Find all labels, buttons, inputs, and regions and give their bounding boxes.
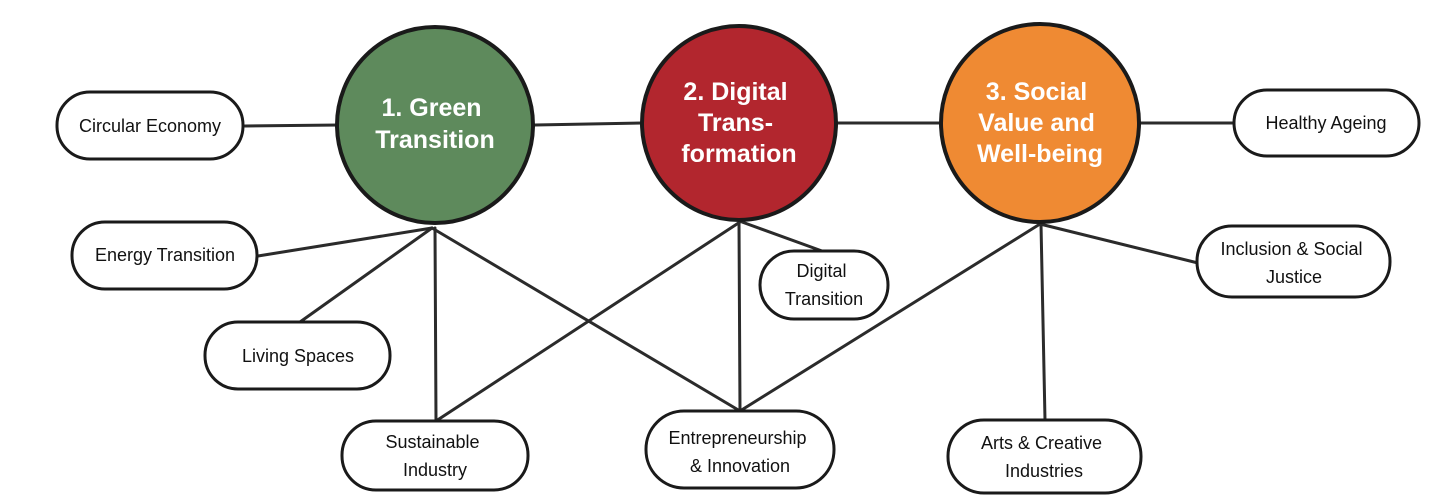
living-spaces-label: Living Spaces (242, 346, 354, 366)
topic-sustainable-industry: Sustainable Industry (340, 419, 530, 492)
pill-healthy-ageing (1232, 88, 1421, 158)
entrepreneurship-innovation-label: Entrepreneurship & Innovation (668, 428, 811, 476)
pill-living-spaces (203, 320, 392, 391)
edge-digital-sustainable-industry (434, 220, 742, 423)
edge-green-digital (533, 121, 645, 127)
social-hub-circle (939, 22, 1141, 224)
digital-hub-label: 2. Digital Trans- formation (681, 78, 796, 168)
social-hub-label: 3. Social Value and Well-being (977, 78, 1103, 168)
digital-transformation-hub: 2. Digital Trans- formation (640, 24, 838, 222)
topic-healthy-ageing: Healthy Ageing (1232, 88, 1421, 158)
digital-hub-circle (640, 24, 838, 222)
pill-circular-economy (55, 90, 245, 161)
topic-energy-transition: Energy Transition (70, 220, 259, 291)
topic-inclusion-social-justice: Inclusion & Social Justice (1195, 224, 1392, 299)
pill-entrepreneurship-innovation (644, 409, 836, 490)
pill-digital-transition (758, 249, 890, 321)
edge-circular-economy-green (243, 123, 342, 128)
edge-social-inclusion (1038, 222, 1200, 265)
edge-green-sustainable-industry (433, 226, 438, 423)
sustainable-industry-label: Sustainable Industry (385, 432, 484, 480)
arts-creative-industries-label: Arts & Creative Industries (981, 433, 1107, 481)
green-transition-hub: 1. Green Transition (335, 25, 535, 225)
pill-arts-creative-industries (946, 418, 1143, 495)
topic-arts-creative-industries: Arts & Creative Industries (946, 418, 1143, 495)
topic-circular-economy: Circular Economy (55, 90, 245, 161)
edge-green-living-spaces (298, 226, 434, 324)
green-hub-circle (335, 25, 535, 225)
edge-digital-digital-transition (740, 220, 824, 253)
edge-green-entrepreneurship (430, 226, 742, 413)
edge-green-energy-transition (256, 226, 434, 258)
digital-transition-label: Digital Transition (785, 261, 863, 309)
green-hub-label: 1. Green Transition (375, 94, 494, 154)
topic-digital-transition: Digital Transition (758, 249, 890, 321)
healthy-ageing-label: Healthy Ageing (1265, 113, 1386, 133)
inclusion-social-justice-label: Inclusion & Social Justice (1220, 239, 1367, 287)
connectors (243, 121, 1236, 423)
pill-sustainable-industry (340, 419, 530, 492)
pill-inclusion-social-justice (1195, 224, 1392, 299)
edge-digital-entrepreneurship (737, 220, 742, 413)
social-value-hub: 3. Social Value and Well-being (939, 22, 1141, 224)
topic-entrepreneurship-innovation: Entrepreneurship & Innovation (644, 409, 836, 490)
edge-social-arts (1039, 222, 1047, 422)
topic-living-spaces: Living Spaces (203, 320, 392, 391)
energy-transition-label: Energy Transition (95, 245, 235, 265)
edge-social-entrepreneurship (738, 222, 1042, 413)
pill-energy-transition (70, 220, 259, 291)
circular-economy-label: Circular Economy (79, 116, 221, 136)
